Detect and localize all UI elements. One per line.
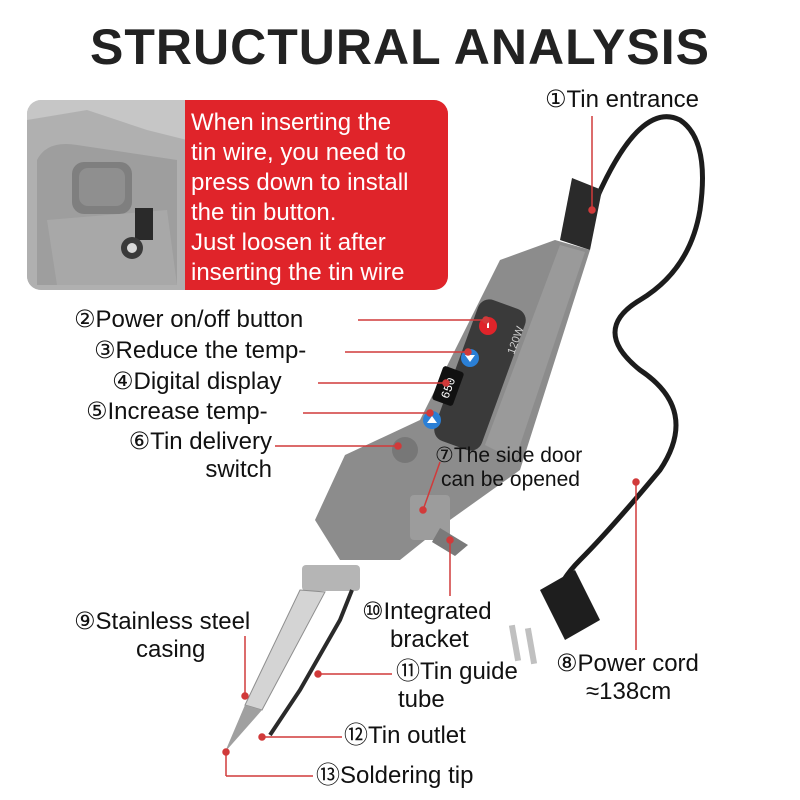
tin-guide-tube: [268, 589, 354, 737]
tin-button-callout: When inserting the tin wire, you need to…: [27, 100, 448, 290]
label-power-button: ②Power on/off button: [74, 306, 304, 333]
label-side-door: ⑦The side door can be opened: [435, 444, 582, 492]
label-line: ≈138cm: [586, 678, 672, 705]
label-line: bracket: [390, 626, 469, 653]
callout-instructions: When inserting the tin wire, you need to…: [185, 100, 448, 290]
label-line: ⑩Integrated: [362, 598, 492, 625]
label-line: ⑨Stainless steel: [74, 608, 251, 635]
label-increase-temp: ⑤Increase temp-: [86, 398, 268, 425]
page-title: STRUCTURAL ANALYSIS: [90, 19, 710, 75]
callout-line: When inserting the: [191, 109, 392, 136]
control-panel: [434, 299, 526, 451]
collar-nut: [302, 565, 360, 591]
label-line: ⑥Tin delivery: [128, 428, 272, 455]
callout-line: Just loosen it after: [191, 229, 386, 256]
callout-line: tin wire, you need to: [191, 139, 406, 166]
callout-line: the tin button.: [191, 199, 337, 226]
tin-button-closeup: [27, 100, 187, 290]
label-power-cord: ⑧Power cord ≈138cm: [556, 650, 699, 706]
label-guide-tube: ⑪Tin guide tube: [396, 658, 518, 714]
label-line: switch: [205, 456, 272, 483]
label-line: ⑦The side door: [435, 444, 583, 467]
label-casing: ⑨Stainless steel casing: [74, 608, 250, 664]
label-tin-delivery: ⑥Tin delivery switch: [102, 428, 272, 484]
callout-line: inserting the tin wire: [191, 259, 405, 286]
label-reduce-temp: ③Reduce the temp-: [94, 337, 307, 364]
label-line: tube: [398, 686, 445, 713]
callout-line: press down to install: [191, 169, 409, 196]
label-tin-entrance: ①Tin entrance: [545, 86, 700, 113]
label-soldering-tip: ⑬Soldering tip: [316, 762, 474, 789]
label-line: ⑧Power cord: [556, 650, 699, 677]
label-digital-display: ④Digital display: [112, 368, 282, 395]
label-line: ⑪Tin guide: [396, 658, 518, 685]
power-cord: [552, 114, 705, 601]
label-line: can be opened: [441, 468, 580, 491]
label-bracket: ⑩Integrated bracket: [362, 598, 492, 654]
power-plug: [508, 570, 600, 665]
stainless-casing: [244, 589, 326, 711]
label-line: casing: [136, 636, 206, 663]
strain-relief: [560, 178, 602, 250]
tin-delivery-switch: [392, 437, 418, 463]
label-tin-outlet: ⑫Tin outlet: [344, 722, 466, 749]
soldering-tip: [225, 705, 262, 752]
